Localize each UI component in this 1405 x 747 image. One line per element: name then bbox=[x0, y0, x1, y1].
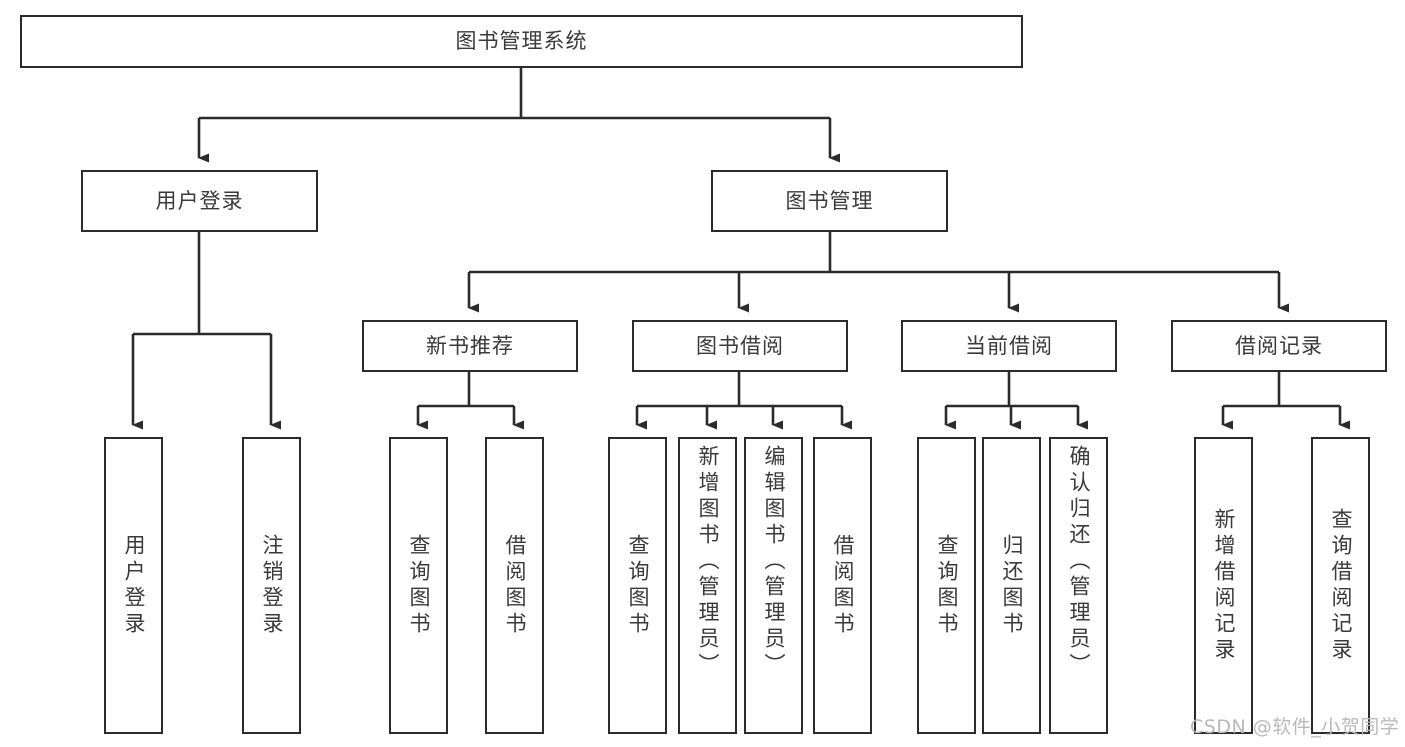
node-leaf-return-book[interactable]: 归还图书 bbox=[982, 437, 1041, 734]
node-leaf-edit-book-label: 编辑图书（管理员） bbox=[762, 445, 786, 679]
node-book-borrow[interactable]: 图书借阅 bbox=[632, 320, 848, 372]
node-borrow-record[interactable]: 借阅记录 bbox=[1171, 320, 1387, 372]
node-leaf-query-book-b-label: 查询图书 bbox=[626, 533, 650, 638]
leaf-inner: 注销登录 bbox=[244, 439, 299, 732]
node-new-book-recommend[interactable]: 新书推荐 bbox=[362, 320, 578, 372]
node-leaf-borrow-book-b-label: 借阅图书 bbox=[831, 533, 855, 638]
leaf-inner: 用户登录 bbox=[106, 439, 161, 732]
edges-root bbox=[197, 68, 840, 163]
leaf-inner: 编辑图书（管理员） bbox=[746, 439, 801, 732]
node-leaf-add-record-label: 新增借阅记录 bbox=[1212, 507, 1236, 664]
leaf-inner: 查询图书 bbox=[610, 439, 665, 732]
node-book-manage[interactable]: 图书管理 bbox=[711, 170, 948, 232]
node-leaf-user-login[interactable]: 用户登录 bbox=[104, 437, 163, 734]
leaf-inner: 借阅图书 bbox=[815, 439, 870, 732]
node-leaf-edit-book[interactable]: 编辑图书（管理员） bbox=[744, 437, 803, 734]
node-root[interactable]: 图书管理系统 bbox=[20, 15, 1023, 68]
leaf-inner: 查询借阅记录 bbox=[1313, 439, 1368, 732]
node-leaf-borrow-book-b[interactable]: 借阅图书 bbox=[813, 437, 872, 734]
node-user-login-label: 用户登录 bbox=[155, 188, 244, 213]
node-book-manage-label: 图书管理 bbox=[785, 188, 874, 213]
node-leaf-confirm-return-label: 确认归还（管理员） bbox=[1067, 445, 1091, 679]
node-leaf-logout-label: 注销登录 bbox=[260, 533, 284, 638]
node-leaf-add-book[interactable]: 新增图书（管理员） bbox=[678, 437, 737, 734]
node-leaf-query-book-b[interactable]: 查询图书 bbox=[608, 437, 667, 734]
node-current-borrow-label: 当前借阅 bbox=[965, 333, 1053, 358]
node-leaf-query-book-a[interactable]: 查询图书 bbox=[389, 437, 448, 734]
node-leaf-add-record[interactable]: 新增借阅记录 bbox=[1194, 437, 1253, 734]
leaf-inner: 确认归还（管理员） bbox=[1051, 439, 1106, 732]
node-borrow-record-label: 借阅记录 bbox=[1235, 333, 1323, 358]
node-leaf-query-record[interactable]: 查询借阅记录 bbox=[1311, 437, 1370, 734]
node-leaf-query-record-label: 查询借阅记录 bbox=[1329, 507, 1353, 664]
node-leaf-confirm-return[interactable]: 确认归还（管理员） bbox=[1049, 437, 1108, 734]
node-leaf-borrow-book-a[interactable]: 借阅图书 bbox=[485, 437, 544, 734]
node-leaf-add-book-label: 新增图书（管理员） bbox=[696, 445, 720, 679]
node-new-book-recommend-label: 新书推荐 bbox=[426, 333, 514, 358]
node-leaf-user-login-label: 用户登录 bbox=[122, 533, 146, 638]
edges-book-borrow bbox=[635, 372, 852, 430]
edges-new-book-rec bbox=[416, 372, 524, 430]
leaf-inner: 归还图书 bbox=[984, 439, 1039, 732]
edges-current-borrow bbox=[944, 372, 1088, 430]
node-book-borrow-label: 图书借阅 bbox=[696, 333, 784, 358]
edges-book-manage bbox=[467, 232, 1289, 313]
node-leaf-query-book-c-label: 查询图书 bbox=[935, 533, 959, 638]
csdn-watermark: CSDN @软件_小贺同学 bbox=[1190, 716, 1400, 738]
node-current-borrow[interactable]: 当前借阅 bbox=[901, 320, 1117, 372]
node-leaf-borrow-book-a-label: 借阅图书 bbox=[503, 533, 527, 638]
node-leaf-return-book-label: 归还图书 bbox=[1000, 533, 1024, 638]
node-root-label: 图书管理系统 bbox=[455, 29, 588, 53]
leaf-inner: 新增借阅记录 bbox=[1196, 439, 1251, 732]
edges-borrow-record bbox=[1221, 372, 1350, 430]
node-user-login[interactable]: 用户登录 bbox=[81, 170, 318, 232]
node-leaf-logout[interactable]: 注销登录 bbox=[242, 437, 301, 734]
node-leaf-query-book-a-label: 查询图书 bbox=[407, 533, 431, 638]
leaf-inner: 新增图书（管理员） bbox=[680, 439, 735, 732]
node-leaf-query-book-c[interactable]: 查询图书 bbox=[917, 437, 976, 734]
leaf-inner: 查询图书 bbox=[919, 439, 974, 732]
leaf-inner: 查询图书 bbox=[391, 439, 446, 732]
edges-user-login bbox=[131, 232, 281, 430]
leaf-inner: 借阅图书 bbox=[487, 439, 542, 732]
